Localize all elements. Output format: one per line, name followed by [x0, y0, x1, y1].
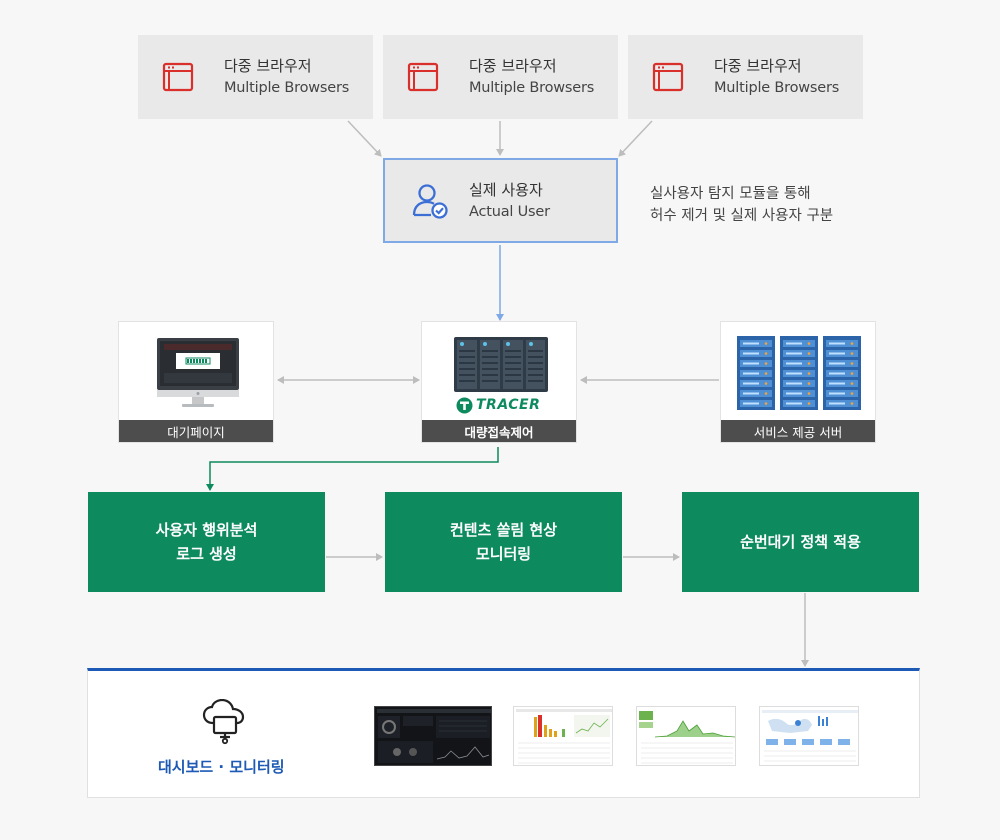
- server-stack-icon: [737, 336, 861, 410]
- actual-user-title-en: Actual User: [469, 203, 550, 220]
- step2-line2: 모니터링: [475, 545, 532, 563]
- browser-title-en: Multiple Browsers: [469, 80, 595, 96]
- process-step-3: 순번대기 정책 적용: [682, 492, 919, 592]
- actual-user-box: 실제 사용자 Actual User: [383, 158, 618, 243]
- arrow-tracer-step1: [206, 447, 499, 491]
- waiting-page-caption: 대기페이지: [119, 420, 273, 442]
- dashboard-label: 대시보드 · 모니터링: [158, 758, 285, 776]
- browser-box-1: 다중 브라우저 Multiple Browsers: [138, 35, 373, 119]
- tracer-caption: 대량접속제어: [422, 420, 576, 442]
- dashboard-thumbnail-4: [759, 706, 859, 766]
- browser-window-icon: [652, 62, 684, 92]
- browser-title-ko: 다중 브라우저: [469, 57, 557, 75]
- service-server-card: 서비스 제공 서버: [720, 321, 876, 443]
- process-step-1: 사용자 행위분석 로그 생성: [88, 492, 325, 592]
- browser-box-2: 다중 브라우저 Multiple Browsers: [383, 35, 618, 119]
- browser-title-en: Multiple Browsers: [224, 80, 350, 96]
- browser-title-ko: 다중 브라우저: [224, 57, 312, 75]
- tracer-card: TRACER 대량접속제어: [421, 321, 577, 443]
- note-line-1: 실사용자 탐지 모듈을 통해: [650, 186, 811, 202]
- tracer-logo-text: TRACER: [476, 397, 541, 413]
- browser-title-en: Multiple Browsers: [714, 80, 840, 96]
- dashboard-thumbnail-1: [374, 706, 492, 766]
- note-line-2: 허수 제거 및 실제 사용자 구분: [650, 208, 834, 224]
- actual-user-note: 실사용자 탐지 모듈을 통해 허수 제거 및 실제 사용자 구분: [650, 183, 833, 227]
- dashboard-thumbnail-2: [513, 706, 613, 766]
- cloud-monitor-icon: [202, 699, 245, 745]
- browser-window-icon: [407, 62, 439, 92]
- arrow-browser3-user: [618, 120, 653, 157]
- step1-line2: 로그 생성: [176, 545, 237, 563]
- tracer-logo: TRACER: [456, 396, 540, 414]
- dashboard-panel: 대시보드 · 모니터링: [87, 668, 920, 798]
- browser-title-ko: 다중 브라우저: [714, 57, 802, 75]
- monitor-icon: [157, 338, 239, 407]
- step3-label: 순번대기 정책 적용: [740, 533, 861, 551]
- arrow-browser1-user: [347, 120, 382, 157]
- process-step-2: 컨텐츠 쏠림 현상 모니터링: [385, 492, 622, 592]
- browser-box-3: 다중 브라우저 Multiple Browsers: [628, 35, 863, 119]
- actual-user-title-ko: 실제 사용자: [469, 180, 543, 199]
- step2-line1: 컨텐츠 쏠림 현상: [449, 521, 558, 539]
- browser-window-icon: [162, 62, 194, 92]
- dashboard-thumbnail-3: [636, 706, 736, 766]
- tracer-logo-icon: [456, 397, 473, 413]
- server-rack-icon: [454, 337, 548, 392]
- waiting-page-card: 대기페이지: [118, 321, 274, 443]
- service-server-caption: 서비스 제공 서버: [721, 420, 875, 442]
- step1-line1: 사용자 행위분석: [155, 521, 258, 539]
- user-check-icon: [412, 183, 448, 219]
